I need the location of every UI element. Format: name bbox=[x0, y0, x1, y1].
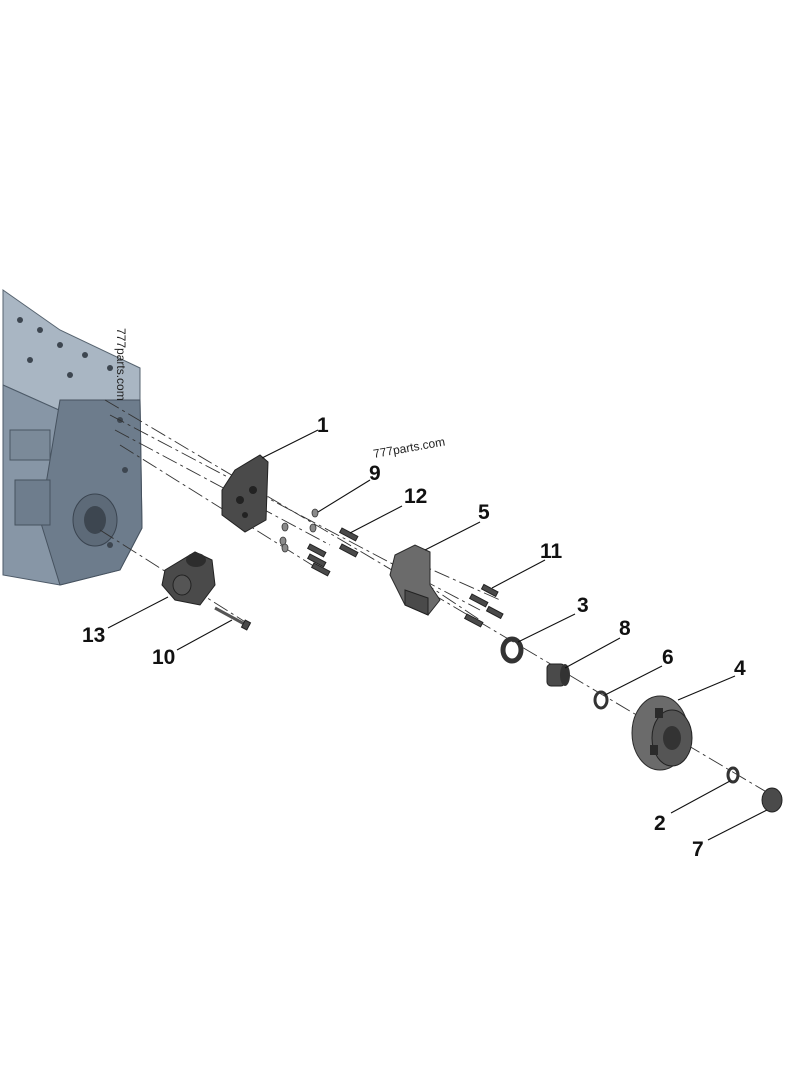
part-5-bracket bbox=[389, 544, 441, 616]
callout-2: 2 bbox=[654, 812, 666, 835]
callout-13: 13 bbox=[82, 624, 105, 647]
part-11-bolts bbox=[463, 583, 504, 628]
callout-3: 3 bbox=[577, 594, 589, 617]
watermark-vertical: 777parts.com bbox=[114, 328, 128, 401]
callout-9: 9 bbox=[369, 462, 381, 485]
part-10-bolt bbox=[214, 606, 252, 631]
callout-10: 10 bbox=[152, 646, 175, 669]
callout-5: 5 bbox=[478, 501, 490, 524]
callout-7: 7 bbox=[692, 838, 704, 861]
part-12-bolts bbox=[306, 527, 359, 577]
callout-11: 11 bbox=[540, 540, 563, 563]
callout-12: 12 bbox=[404, 485, 427, 508]
part-4-pulley bbox=[631, 695, 693, 771]
callout-8: 8 bbox=[619, 617, 631, 640]
part-8-spacer bbox=[546, 663, 570, 687]
callout-6: 6 bbox=[662, 646, 674, 669]
part-13-tensioner bbox=[161, 551, 216, 606]
callout-4: 4 bbox=[734, 657, 746, 680]
part-1-bracket bbox=[221, 454, 269, 533]
part-3-ring bbox=[500, 636, 524, 664]
part-9-washers bbox=[279, 508, 319, 553]
part-7-cap bbox=[761, 787, 783, 813]
callout-1: 1 bbox=[317, 414, 329, 437]
leader-lines bbox=[107, 429, 768, 841]
part-6-washer bbox=[593, 690, 609, 710]
callout-labels: 1 9 12 5 11 3 8 6 4 2 7 13 10 bbox=[82, 414, 746, 861]
watermark-diagonal: 777parts.com bbox=[372, 435, 446, 461]
part-2-washer bbox=[726, 766, 740, 784]
